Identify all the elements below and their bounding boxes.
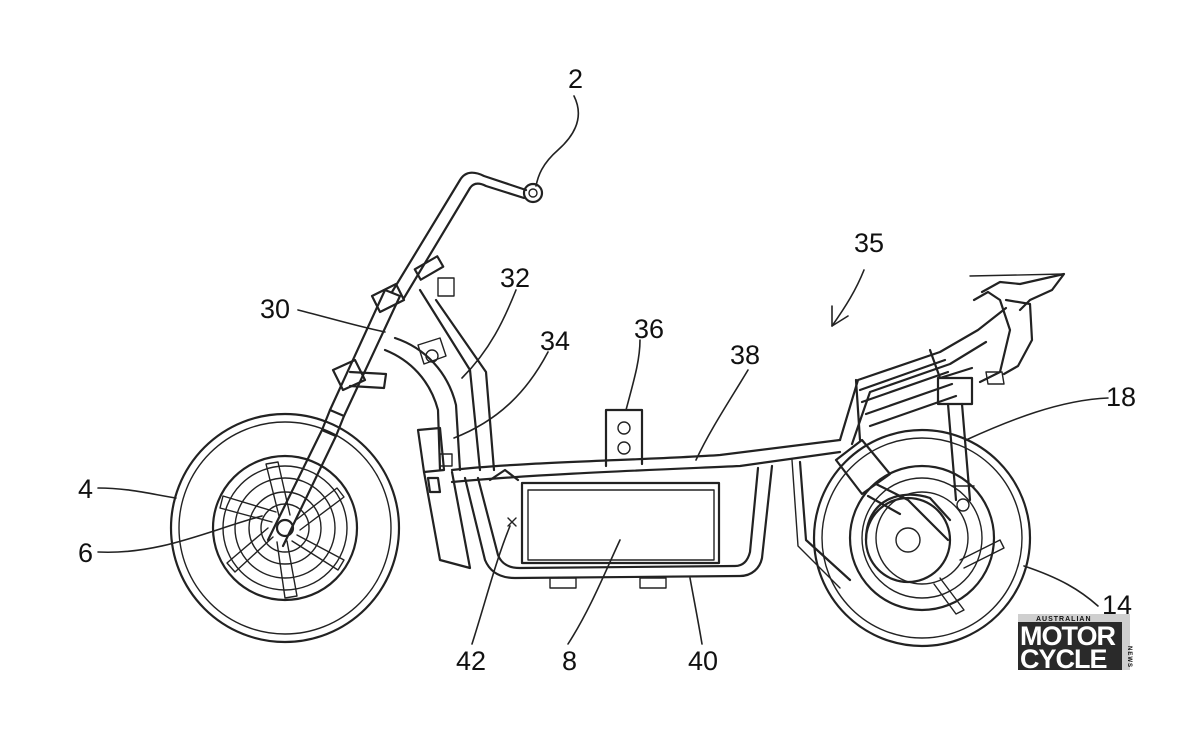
watermark-line2: CYCLE <box>1020 644 1107 674</box>
label-30: 30 <box>260 294 290 324</box>
label-40: 40 <box>688 646 718 676</box>
label-35: 35 <box>854 228 884 258</box>
label-8: 8 <box>562 646 577 676</box>
rear-wheel <box>791 428 1032 648</box>
label-38: 38 <box>730 340 760 370</box>
label-2: 2 <box>568 64 583 94</box>
bracket <box>604 408 644 468</box>
rear-frame <box>838 272 1066 512</box>
label-32: 32 <box>500 263 530 293</box>
label-36: 36 <box>634 314 664 344</box>
leader-lines <box>97 95 1109 645</box>
watermark-side-text: NEWS <box>1126 646 1132 668</box>
battery <box>520 481 721 565</box>
label-4: 4 <box>78 474 93 504</box>
label-34: 34 <box>540 326 570 356</box>
floor-frame <box>450 438 842 589</box>
watermark-logo: AUSTRALIAN MOTOR CYCLE NEWS <box>1018 614 1132 674</box>
label-18: 18 <box>1106 382 1136 412</box>
label-6: 6 <box>78 538 93 568</box>
front-wheel <box>169 412 401 644</box>
front-frame <box>383 288 496 570</box>
watermark-line1: MOTOR <box>1020 621 1115 651</box>
watermark-top-text: AUSTRALIAN <box>1036 616 1092 623</box>
front-fork <box>266 171 544 548</box>
label-42: 42 <box>456 646 486 676</box>
